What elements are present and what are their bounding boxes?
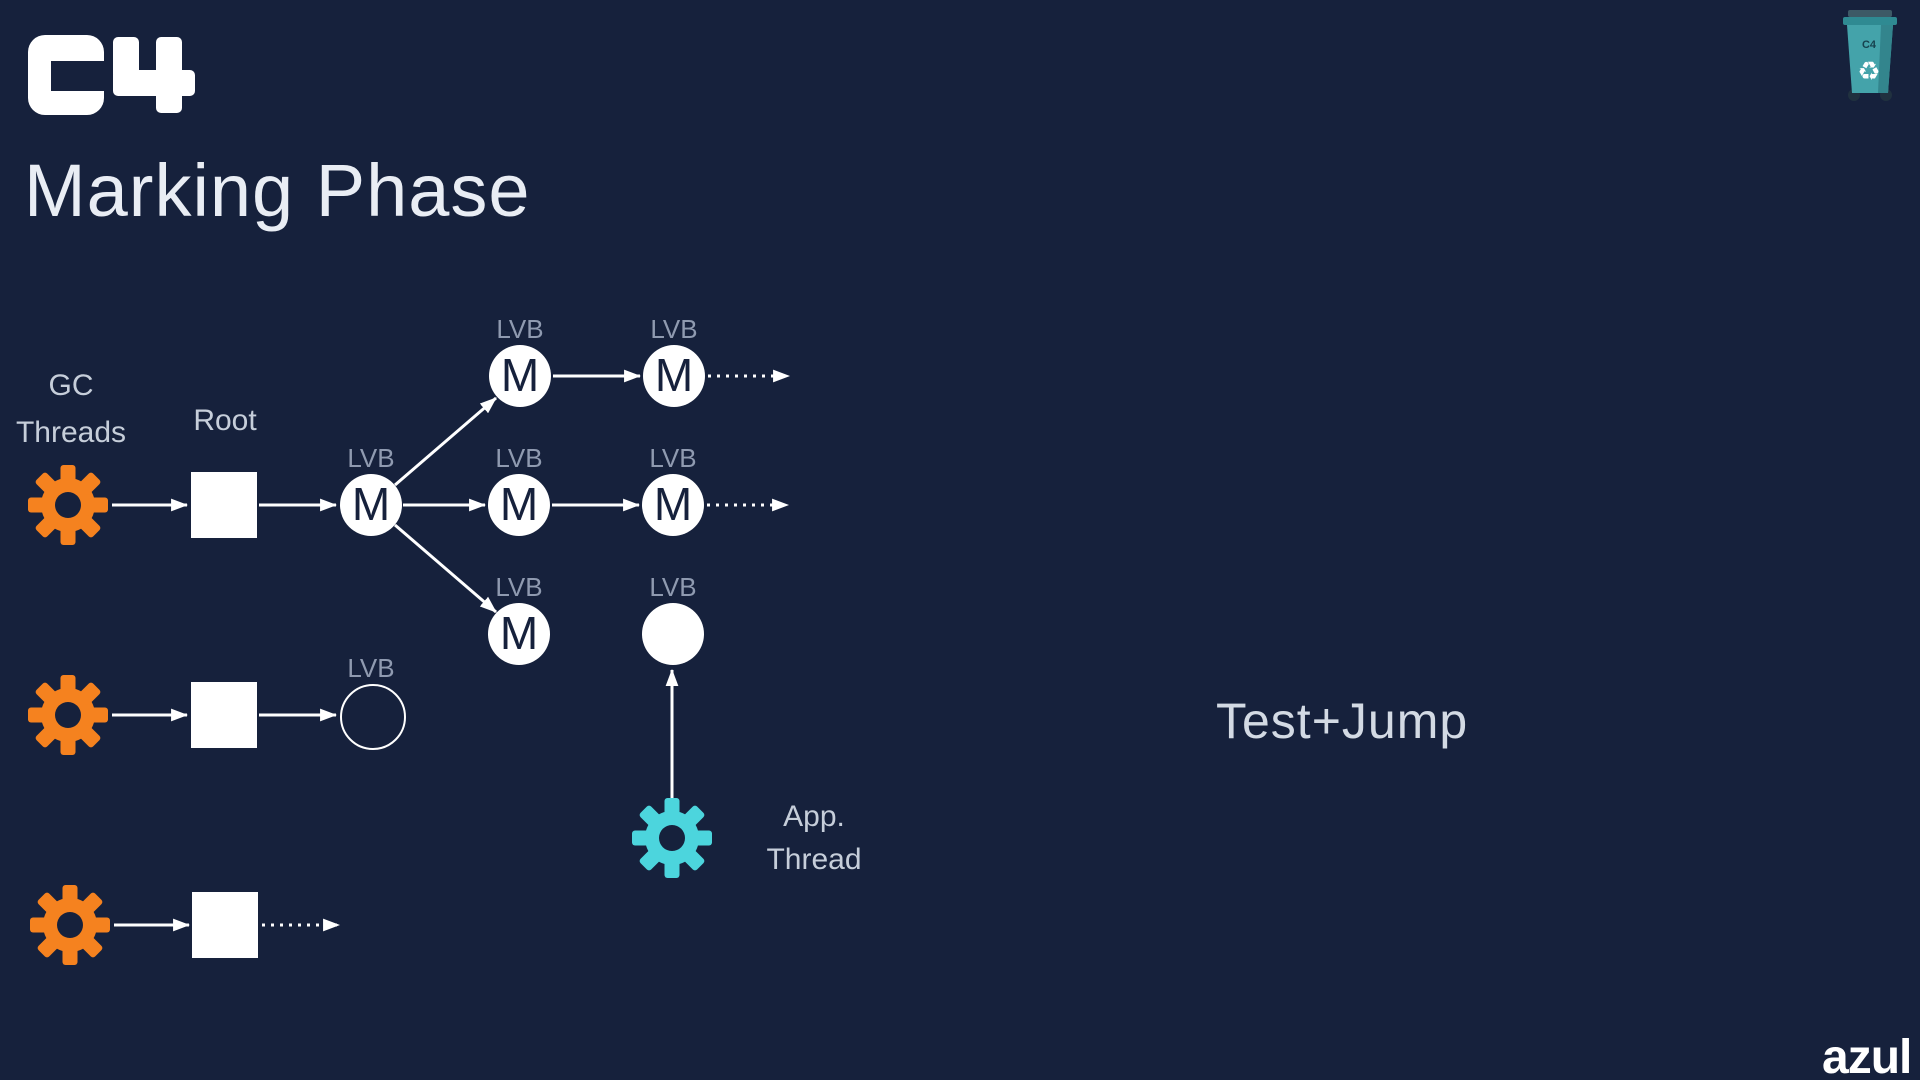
marked-object-node: M (340, 474, 402, 536)
arrow-fan-bottom (394, 523, 497, 614)
arrow-fan-top (394, 396, 497, 487)
marked-letter: M (653, 478, 693, 530)
recycle-symbol-icon: ♻ (1857, 57, 1880, 87)
app-thread-label-line2: Thread (766, 843, 862, 876)
marked-letter: M (499, 607, 539, 659)
app-thread-label-line1: App. (783, 800, 845, 833)
marked-object-node: M (642, 474, 704, 536)
bin-c4-label: C4 (1862, 39, 1877, 51)
gc-thread-gear-icon (28, 465, 108, 545)
gc-threads-label-line1: GC (48, 369, 94, 402)
marked-object-node: M (488, 603, 550, 665)
gc-thread-gear-icon (28, 675, 108, 755)
gc-threads-label: GC Threads (0, 362, 145, 456)
gc-threads-label-line2: Threads (15, 416, 127, 449)
marked-letter: M (499, 478, 539, 530)
test-jump-annotation: Test+Jump (1216, 693, 1469, 749)
lvb-label: LVB (649, 572, 697, 602)
lvb-label: LVB (649, 443, 697, 473)
empty-object-node (340, 684, 406, 750)
root-node (191, 472, 257, 538)
root-node (191, 682, 257, 748)
recycle-bin-icon: C4 ♻ (1843, 10, 1897, 101)
azul-logo: azul (1822, 1031, 1912, 1080)
marked-object-node: M (643, 345, 705, 407)
page-title: Marking Phase (24, 149, 531, 232)
unmarked-object-node (642, 603, 704, 665)
lvb-label: LVB (495, 443, 543, 473)
lvb-label: LVB (347, 443, 395, 473)
marked-letter: M (500, 349, 540, 401)
root-node (192, 892, 258, 958)
marked-object-node: M (489, 345, 551, 407)
lvb-label: LVB (495, 572, 543, 602)
c4-logo (28, 35, 195, 115)
gc-thread-gear-icon (30, 885, 110, 965)
app-thread-label: App. Thread (748, 795, 880, 881)
marked-letter: M (351, 478, 391, 530)
lvb-label: LVB (650, 314, 698, 344)
lvb-label: LVB (496, 314, 544, 344)
lvb-label: LVB (347, 653, 395, 683)
app-thread-gear-icon (632, 798, 712, 878)
marked-object-node: M (488, 474, 550, 536)
marked-letter: M (654, 349, 694, 401)
root-label: Root (193, 404, 257, 437)
